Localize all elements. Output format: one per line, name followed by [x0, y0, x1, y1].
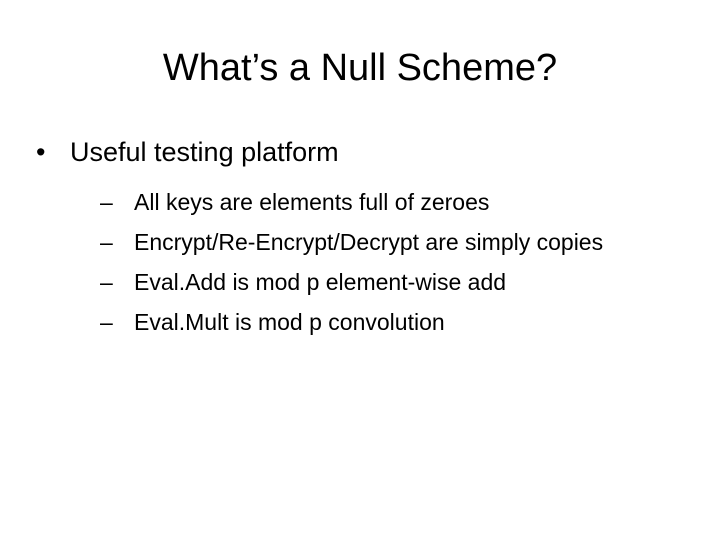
sub-bullet-text: Eval.Mult is mod p convolution [134, 309, 445, 335]
sub-bullet-item: – Eval.Add is mod p element-wise add [70, 262, 696, 302]
sub-bullet-item: – Encrypt/Re-Encrypt/Decrypt are simply … [70, 222, 696, 262]
dash-icon: – [100, 309, 113, 335]
bullet-list: • Useful testing platform – All keys are… [36, 132, 696, 342]
sub-bullet-item: – Eval.Mult is mod p convolution [70, 302, 696, 342]
sub-bullet-text: Eval.Add is mod p element-wise add [134, 269, 507, 295]
dash-icon: – [100, 269, 113, 295]
sub-bullet-item: – All keys are elements full of zeroes [70, 182, 696, 222]
bullet-dot-icon: • [36, 137, 46, 167]
bullet-item: • Useful testing platform – All keys are… [36, 132, 696, 342]
dash-icon: – [100, 189, 113, 215]
sub-bullet-list: – All keys are elements full of zeroes –… [70, 182, 696, 342]
bullet-text: Useful testing platform [70, 137, 339, 167]
sub-bullet-text: Encrypt/Re-Encrypt/Decrypt are simply co… [134, 229, 604, 255]
dash-icon: – [100, 229, 113, 255]
sub-bullet-text: All keys are elements full of zeroes [134, 189, 490, 215]
slide-title: What’s a Null Scheme? [162, 47, 558, 89]
